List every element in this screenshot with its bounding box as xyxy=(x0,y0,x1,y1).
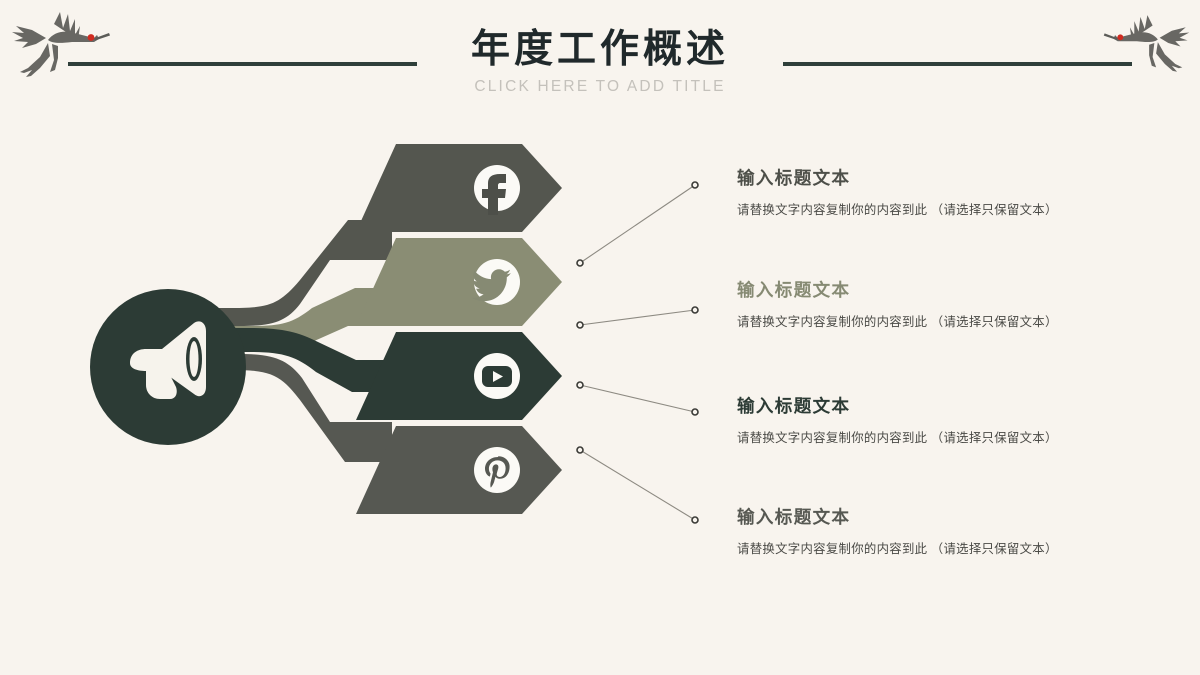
leader-line-4 xyxy=(579,449,696,521)
arrow-band-1[interactable] xyxy=(356,144,562,232)
leader-lines xyxy=(579,184,696,521)
arrow-shape-2 xyxy=(356,238,562,326)
crane-icon xyxy=(12,12,110,77)
twitter-icon xyxy=(471,269,511,302)
item-title-2: 输入标题文本 xyxy=(737,280,851,300)
arrow-shape-1 xyxy=(356,144,562,232)
item-body-2: 请替换文字内容复制你的内容到此 （请选择只保留文本） xyxy=(737,315,1058,329)
stem-1 xyxy=(150,220,392,326)
text-block-1: 输入标题文本 请替换文字内容复制你的内容到此 （请选择只保留文本） xyxy=(737,165,1097,218)
arrow-shape-4 xyxy=(356,426,562,514)
slide-header: 年度工作概述 CLICK HERE TO ADD TITLE xyxy=(0,0,1200,120)
item-body-1: 请替换文字内容复制你的内容到此 （请选择只保留文本） xyxy=(737,203,1058,217)
page-title: 年度工作概述 xyxy=(470,28,729,71)
page-subtitle: CLICK HERE TO ADD TITLE xyxy=(474,78,726,95)
leader-line-1 xyxy=(579,184,696,264)
arrow-band-4[interactable] xyxy=(356,426,562,514)
item-title-3: 输入标题文本 xyxy=(737,396,851,416)
item-body-4: 请替换文字内容复制你的内容到此 （请选择只保留文本） xyxy=(737,542,1058,556)
leader-line-2 xyxy=(579,309,696,326)
megaphone-icon xyxy=(130,321,206,399)
header-rule-right xyxy=(783,62,1132,66)
item-title-4: 输入标题文本 xyxy=(737,507,851,527)
leader-line-3 xyxy=(579,384,696,413)
text-block-2: 输入标题文本 请替换文字内容复制你的内容到此 （请选择只保留文本） xyxy=(737,277,1097,330)
youtube-play-glyph xyxy=(493,371,503,382)
text-block-4: 输入标题文本 请替换文字内容复制你的内容到此 （请选择只保留文本） xyxy=(737,504,1097,557)
stem-4 xyxy=(150,354,392,462)
hub-node[interactable] xyxy=(90,289,246,445)
facebook-icon xyxy=(482,174,506,215)
process-diagram xyxy=(90,144,699,524)
arrow-band-3[interactable] xyxy=(356,332,562,420)
text-block-3: 输入标题文本 请替换文字内容复制你的内容到此 （请选择只保留文本） xyxy=(737,393,1097,446)
arrow-band-2[interactable] xyxy=(356,238,562,326)
leader-dots xyxy=(576,181,699,524)
header-rule-left xyxy=(68,62,417,66)
arrow-shape-3 xyxy=(356,332,562,420)
item-body-3: 请替换文字内容复制你的内容到此 （请选择只保留文本） xyxy=(737,431,1058,445)
crane-icon xyxy=(1103,15,1190,72)
item-title-1: 输入标题文本 xyxy=(737,168,851,188)
